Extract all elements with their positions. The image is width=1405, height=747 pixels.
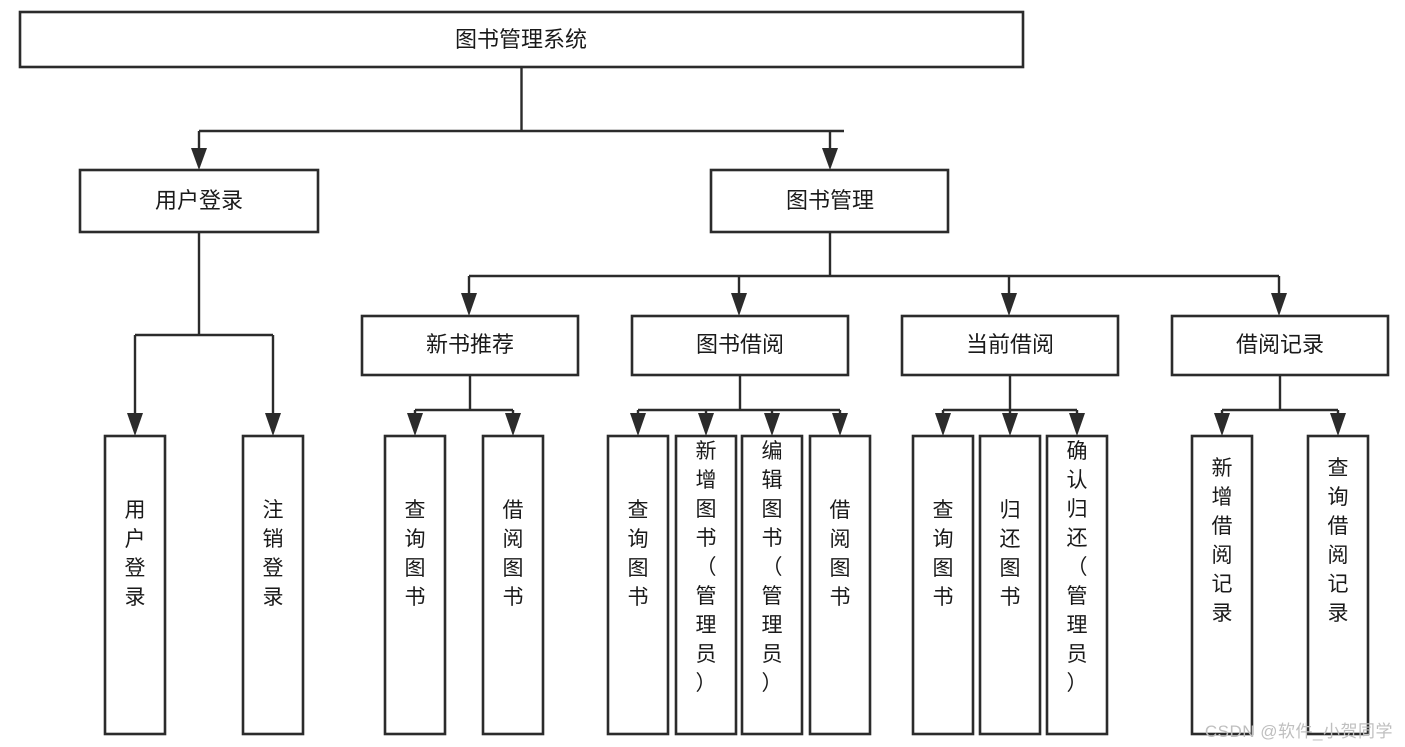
connector-group-new-book (407, 375, 521, 436)
leaf-current-borrow-2-box[interactable] (978, 434, 1042, 736)
leaf-borrow-record-1-label: 新增借阅记录 (1212, 457, 1233, 625)
arrow-to-new-book (461, 293, 477, 316)
node-root[interactable]: 图书管理系统 (18, 10, 1025, 69)
leaf-borrow-record-1[interactable]: 新增借阅记录 (1190, 434, 1254, 736)
node-book-borrow[interactable]: 图书借阅 (630, 314, 850, 377)
leaf-book-borrow-4-label: 借阅图书 (830, 499, 851, 609)
leaf-borrow-record-1-box[interactable] (1190, 434, 1254, 736)
arrow-new-book-leaf-1 (407, 413, 423, 436)
arrow-to-book-borrow (731, 293, 747, 316)
leaf-book-borrow-1-box[interactable] (606, 434, 670, 736)
leaf-current-borrow-1[interactable]: 查询图书 (911, 434, 975, 736)
node-new-book[interactable]: 新书推荐 (360, 314, 580, 377)
arrow-new-book-leaf-2 (505, 413, 521, 436)
arrow-to-book-manage (822, 148, 838, 170)
leaf-new-book-1-box[interactable] (383, 434, 447, 736)
arrow-to-user-login (191, 148, 207, 170)
node-book-borrow-label: 图书借阅 (696, 332, 784, 357)
leaf-book-borrow-2-box[interactable] (674, 434, 738, 736)
node-user-login-label: 用户登录 (155, 188, 243, 213)
connector-group-root (191, 67, 844, 170)
connector-group-user-login (127, 232, 281, 436)
leaf-user-login-2[interactable]: 注销登录 (241, 434, 305, 736)
leaf-book-borrow-2-label: 新增图书（管理员） (696, 440, 717, 695)
leaf-book-borrow-2[interactable]: 新增图书（管理员） (674, 434, 738, 736)
node-current-borrow-label: 当前借阅 (966, 332, 1054, 357)
arrow-book-borrow-leaf-4 (832, 413, 848, 436)
leaf-current-borrow-1-label: 查询图书 (933, 499, 954, 609)
leaf-new-book-2[interactable]: 借阅图书 (481, 434, 545, 736)
arrow-borrow-record-leaf-2 (1330, 413, 1346, 436)
leaf-current-borrow-3-label: 确认归还（管理员） (1067, 440, 1088, 695)
leaf-borrow-record-2-label: 查询借阅记录 (1328, 457, 1349, 625)
arrow-borrow-record-leaf-1 (1214, 413, 1230, 436)
leaf-borrow-record-2[interactable]: 查询借阅记录 (1306, 434, 1370, 736)
leaf-book-borrow-4-box[interactable] (808, 434, 872, 736)
node-book-manage-box[interactable] (709, 168, 950, 234)
arrow-to-borrow-record (1271, 293, 1287, 316)
leaf-new-book-2-box[interactable] (481, 434, 545, 736)
leaf-current-borrow-2-label: 归还图书 (1000, 499, 1021, 609)
leaf-book-borrow-3-box[interactable] (740, 434, 804, 736)
arrow-current-borrow-leaf-1 (935, 413, 951, 436)
node-root-label: 图书管理系统 (455, 27, 587, 52)
node-borrow-record[interactable]: 借阅记录 (1170, 314, 1390, 377)
arrow-book-borrow-leaf-2 (698, 413, 714, 436)
node-borrow-record-box[interactable] (1170, 314, 1390, 377)
leaf-new-book-1-label: 查询图书 (405, 499, 426, 609)
leaf-user-login-2-label: 注销登录 (263, 499, 284, 609)
leaf-book-borrow-3-label: 编辑图书（管理员） (762, 440, 783, 695)
arrow-current-borrow-leaf-2 (1002, 413, 1018, 436)
node-user-login[interactable]: 用户登录 (78, 168, 320, 234)
leaf-book-borrow-4[interactable]: 借阅图书 (808, 434, 872, 736)
arrow-book-borrow-leaf-1 (630, 413, 646, 436)
leaf-user-login-1[interactable]: 用户登录 (103, 434, 167, 736)
arrow-user-login-leaf-2 (265, 413, 281, 436)
arrow-to-current-borrow (1001, 293, 1017, 316)
leaf-current-borrow-2[interactable]: 归还图书 (978, 434, 1042, 736)
connector-group-current-borrow (935, 375, 1085, 436)
node-new-book-label: 新书推荐 (426, 332, 514, 357)
leaf-user-login-1-label: 用户登录 (125, 499, 146, 609)
arrow-current-borrow-leaf-3 (1069, 413, 1085, 436)
leaf-current-borrow-3-box[interactable] (1045, 434, 1109, 736)
node-borrow-record-label: 借阅记录 (1236, 332, 1324, 357)
leaf-new-book-2-label: 借阅图书 (503, 499, 524, 609)
node-root-box[interactable] (18, 10, 1025, 69)
arrow-user-login-leaf-1 (127, 413, 143, 436)
connector-group-borrow-record (1214, 375, 1346, 436)
leaf-user-login-1-box[interactable] (103, 434, 167, 736)
connector-group-book-manage (461, 232, 1287, 316)
node-user-login-box[interactable] (78, 168, 320, 234)
leaf-book-borrow-3[interactable]: 编辑图书（管理员） (740, 434, 804, 736)
leaf-current-borrow-3[interactable]: 确认归还（管理员） (1045, 434, 1109, 736)
leaf-borrow-record-2-box[interactable] (1306, 434, 1370, 736)
connector-group-book-borrow (630, 375, 848, 436)
node-book-manage-label: 图书管理 (786, 188, 874, 213)
leaf-book-borrow-1[interactable]: 查询图书 (606, 434, 670, 736)
leaf-book-borrow-1-label: 查询图书 (628, 499, 649, 609)
node-new-book-box[interactable] (360, 314, 580, 377)
node-current-borrow[interactable]: 当前借阅 (900, 314, 1120, 377)
leaf-new-book-1[interactable]: 查询图书 (383, 434, 447, 736)
leaf-current-borrow-1-box[interactable] (911, 434, 975, 736)
node-book-borrow-box[interactable] (630, 314, 850, 377)
node-book-manage[interactable]: 图书管理 (709, 168, 950, 234)
node-current-borrow-box[interactable] (900, 314, 1120, 377)
leaf-user-login-2-box[interactable] (241, 434, 305, 736)
arrow-book-borrow-leaf-3 (764, 413, 780, 436)
